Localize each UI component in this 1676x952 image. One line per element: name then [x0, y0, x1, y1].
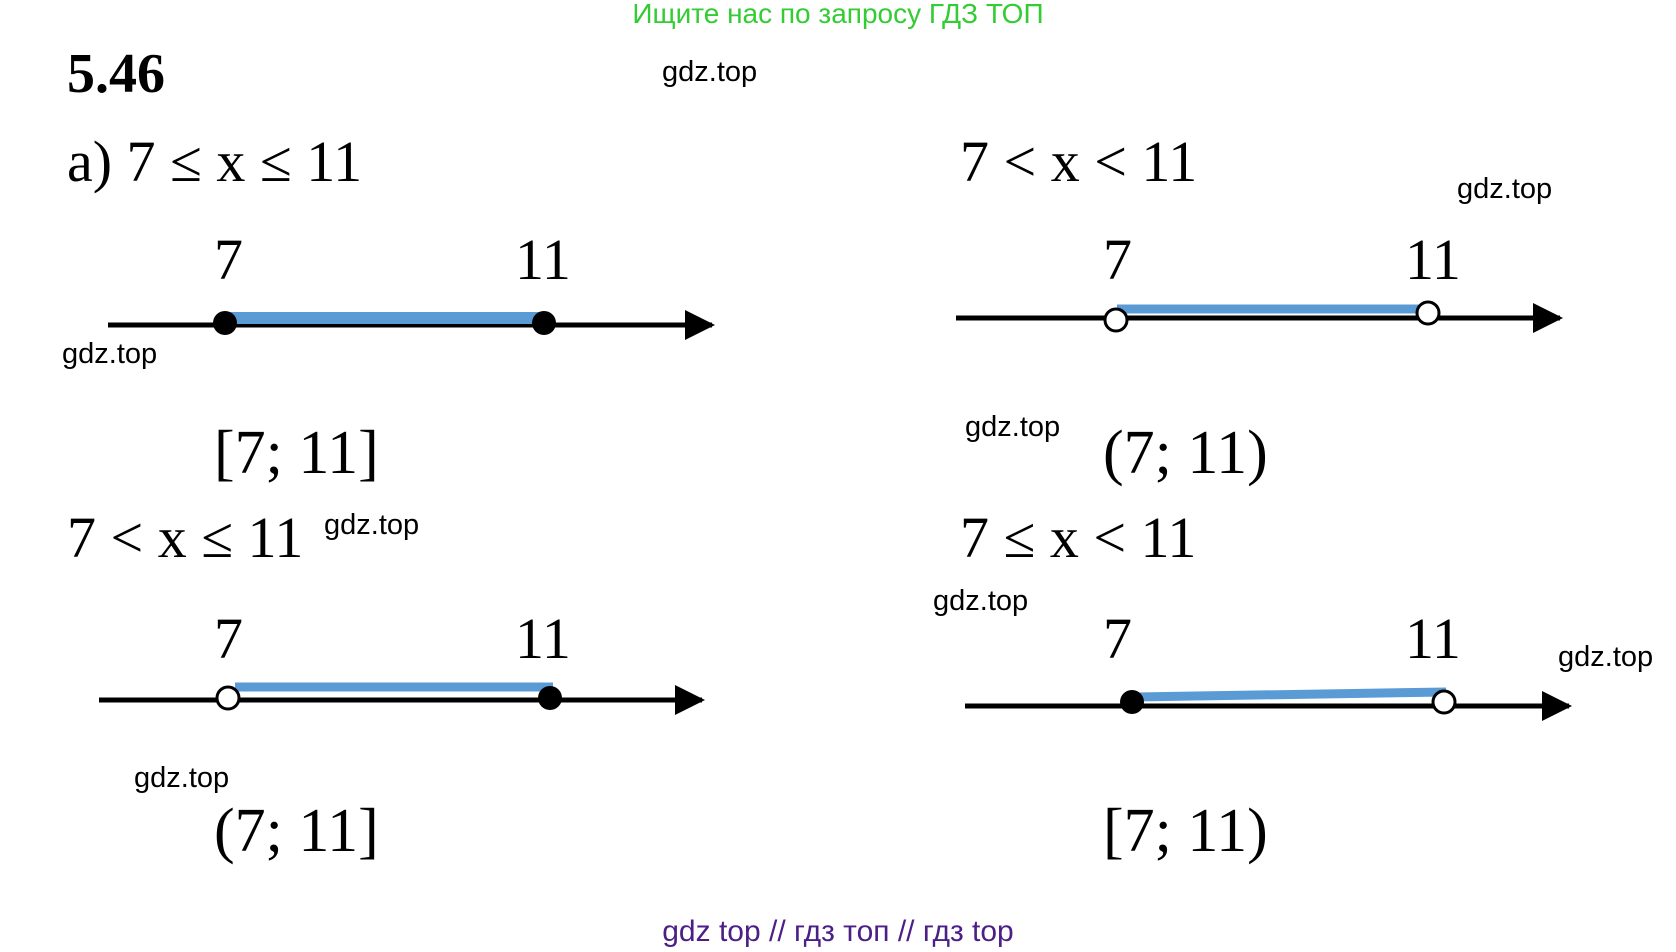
panel-a-right-endpoint	[532, 311, 556, 335]
panel-b-interval: (7; 11)	[1103, 419, 1268, 487]
watermark-text: gdz.top	[662, 56, 758, 88]
panel-a-tick-11: 11	[515, 227, 571, 292]
watermark-text: gdz.top	[62, 338, 158, 370]
panel-c-tick-7: 7	[214, 606, 243, 671]
problem-number: 5.46	[67, 43, 165, 105]
promo-banner: Ищите нас по запросу ГДЗ ТОП	[632, 0, 1044, 29]
watermark-text: gdz.top	[134, 762, 230, 794]
panel-d-left-endpoint	[1120, 690, 1144, 714]
watermark-text: gdz.top	[965, 411, 1061, 443]
watermark-text: gdz.top	[933, 585, 1029, 617]
panel-c-left-endpoint	[215, 685, 241, 711]
panel-c-number-line	[99, 682, 705, 715]
panel-d-tick-11: 11	[1405, 606, 1461, 671]
panel-a-number-line	[108, 310, 715, 340]
panel-d-tick-7: 7	[1103, 606, 1132, 671]
panel-d-number-line	[965, 687, 1572, 721]
panel-d-segment	[1133, 687, 1447, 702]
panel-d-interval: [7; 11)	[1103, 797, 1268, 865]
panel-b-right-endpoint	[1415, 300, 1441, 326]
panel-b-inequality: 7 < x < 11	[960, 129, 1198, 194]
panel-a-tick-7: 7	[214, 227, 243, 292]
panel-b-tick-7: 7	[1103, 227, 1132, 292]
footer-watermark: gdz top // гдз топ // гдз top	[662, 915, 1014, 948]
panel-c-inequality: 7 < x ≤ 11	[67, 505, 304, 570]
panel-c-right-endpoint	[538, 686, 562, 710]
panel-a-inequality: а) 7 ≤ x ≤ 11	[67, 129, 363, 194]
watermark-text: gdz.top	[324, 509, 420, 541]
watermark-text: gdz.top	[1457, 173, 1553, 205]
panel-b-left-endpoint	[1103, 307, 1129, 333]
panel-b-number-line	[956, 300, 1563, 333]
panel-b-tick-11: 11	[1405, 227, 1461, 292]
panel-d-right-endpoint	[1431, 689, 1457, 715]
watermark-text: gdz.top	[1558, 641, 1654, 673]
panel-d-inequality: 7 ≤ x < 11	[960, 505, 1197, 570]
panel-a-left-endpoint	[213, 311, 237, 335]
panel-c-interval: (7; 11]	[214, 797, 379, 865]
panel-c-tick-11: 11	[515, 606, 571, 671]
panel-a-interval: [7; 11]	[214, 419, 379, 487]
